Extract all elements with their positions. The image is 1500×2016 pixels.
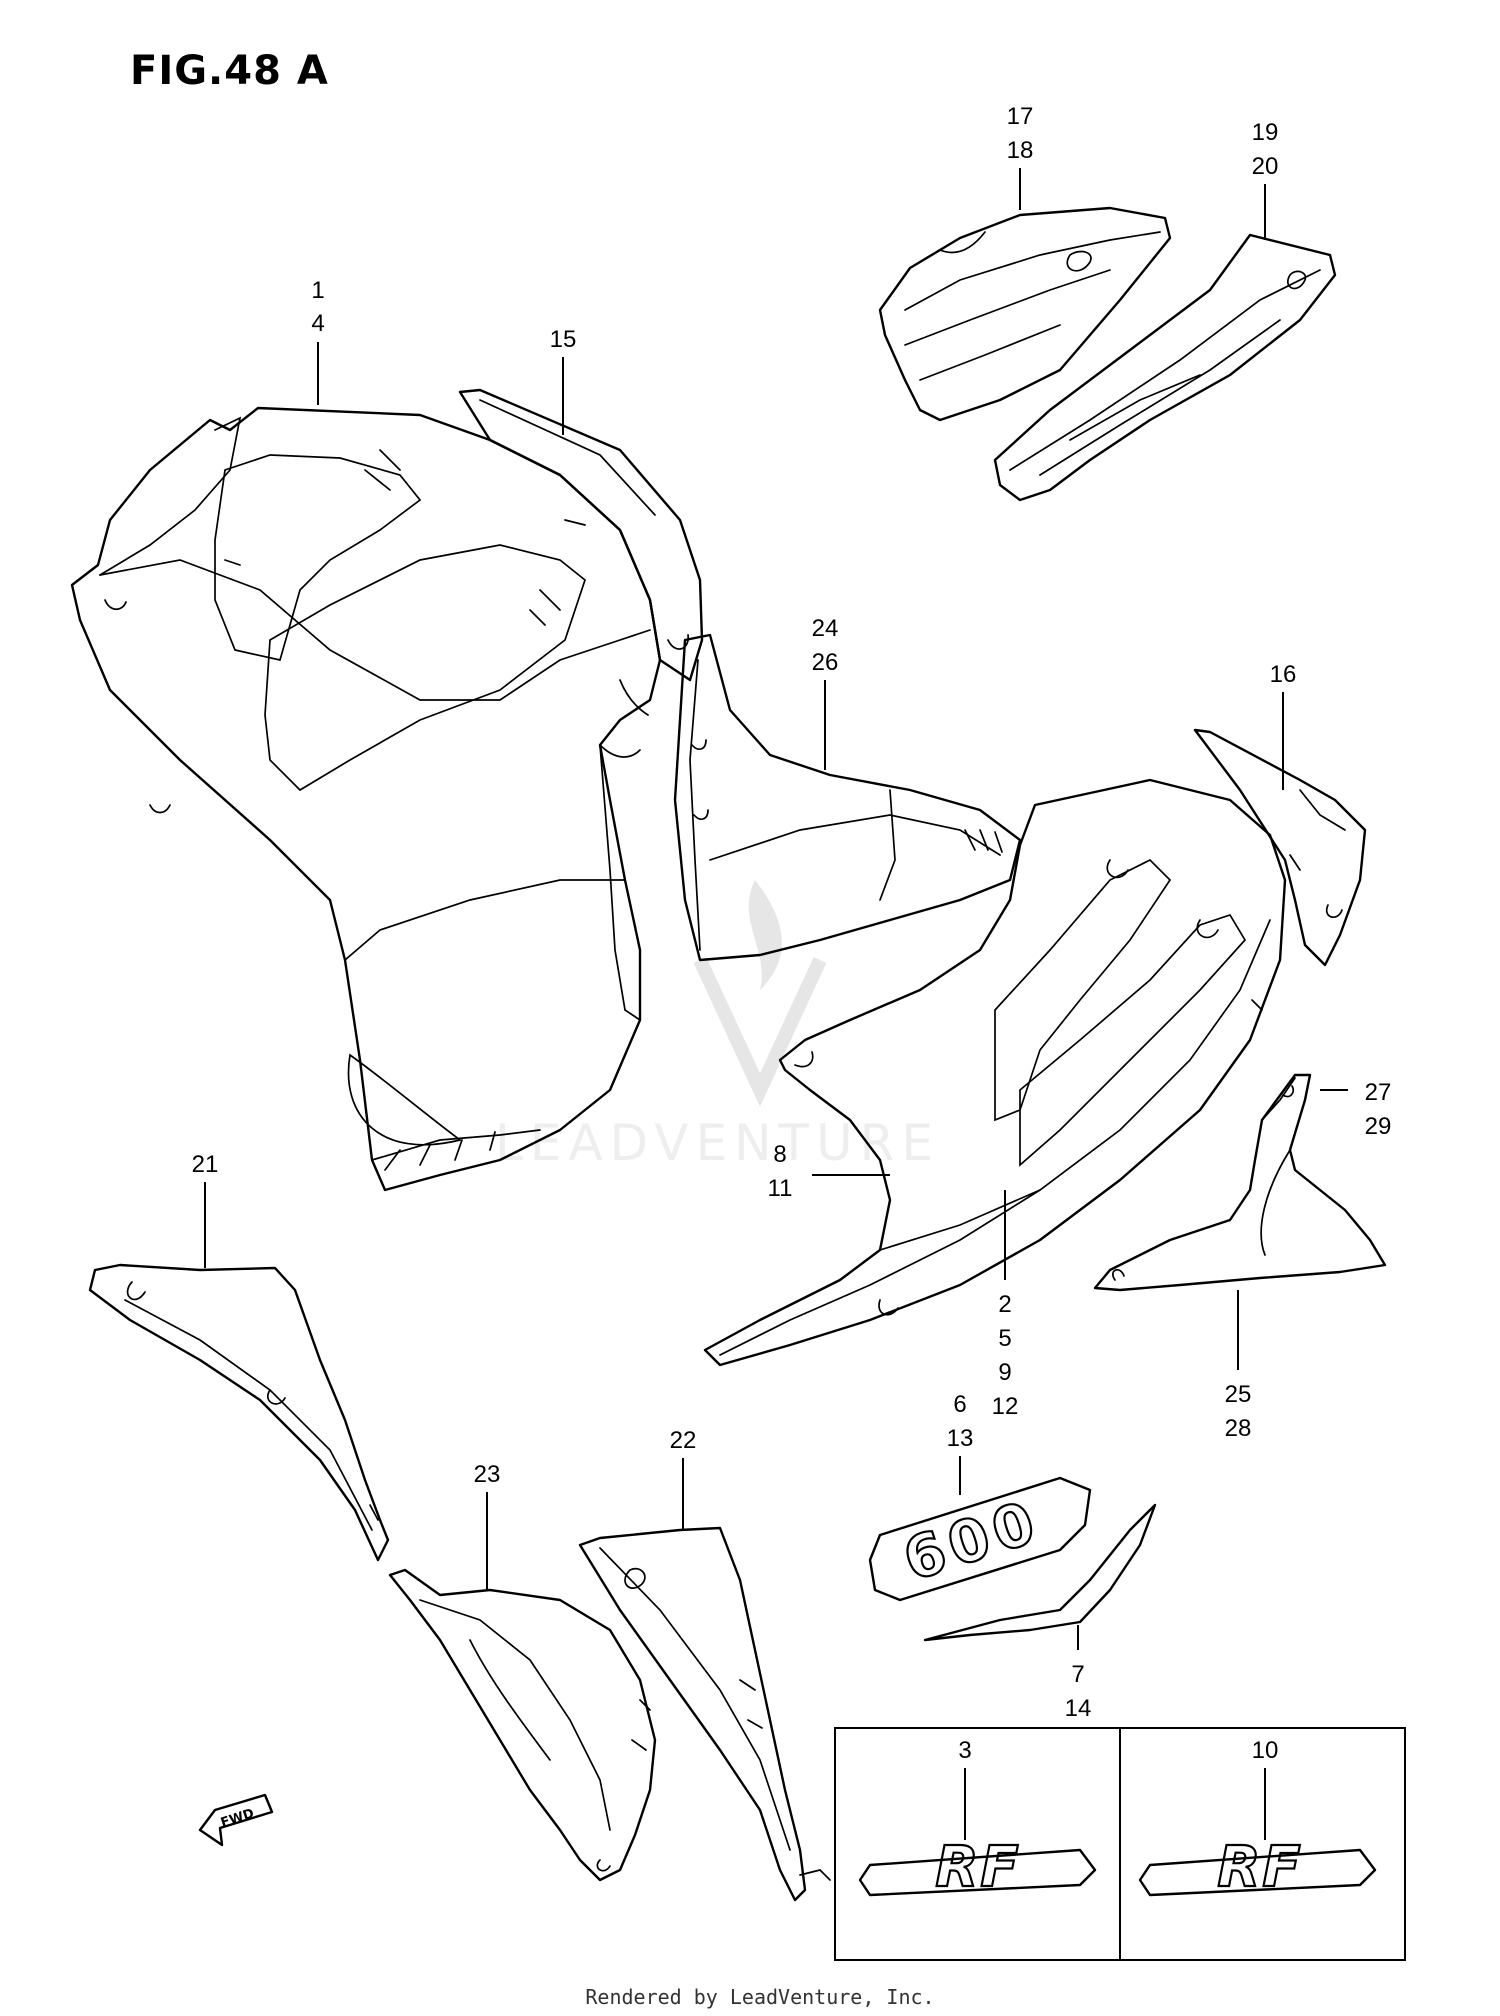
callout-23: 23 (474, 1461, 501, 1590)
callout-3: 3 (958, 1737, 972, 1840)
callout-8-11: 8 11 (768, 1141, 890, 1202)
svg-text:25: 25 (1225, 1381, 1252, 1408)
svg-text:3: 3 (958, 1737, 971, 1764)
svg-text:22: 22 (670, 1427, 697, 1454)
svg-text:21: 21 (192, 1151, 219, 1178)
callout-24-26: 24 26 (812, 615, 839, 770)
svg-text:2: 2 (998, 1291, 1011, 1318)
svg-text:29: 29 (1365, 1113, 1392, 1140)
svg-text:26: 26 (812, 649, 839, 676)
part-6-13-badge: 600 (868, 1476, 1092, 1602)
part-16-bracket (1193, 728, 1367, 967)
part-upper-cowling (70, 406, 662, 1192)
callout-6-13: 6 13 (947, 1391, 974, 1495)
svg-text:12: 12 (992, 1393, 1019, 1420)
watermark-v-icon (693, 957, 827, 1107)
callout-25-28: 25 28 (1225, 1290, 1252, 1442)
svg-text:8: 8 (773, 1141, 786, 1168)
svg-text:16: 16 (1270, 661, 1297, 688)
footer-credit: Rendered by LeadVenture, Inc. (585, 1985, 934, 2009)
part-2-5-9-12-lower-fairing (703, 778, 1287, 1367)
forward-arrow-label: FWD (219, 1806, 256, 1831)
callout-15: 15 (550, 326, 577, 435)
callout-2-5-9-12: 2 5 9 12 (992, 1190, 1019, 1420)
svg-text:19: 19 (1252, 119, 1279, 146)
part-3-emblem: RF (858, 1834, 1097, 1901)
forward-arrow-icon: FWD (198, 1793, 274, 1847)
svg-text:1: 1 (311, 277, 324, 304)
part-22-inner-bracket (578, 1526, 831, 1902)
callout-17-18: 17 18 (1007, 103, 1034, 210)
svg-text:24: 24 (812, 615, 839, 642)
callout-1-4: 1 4 (311, 277, 325, 405)
svg-text:9: 9 (998, 1359, 1011, 1386)
svg-text:20: 20 (1252, 153, 1279, 180)
svg-text:23: 23 (474, 1461, 501, 1488)
callout-19-20: 19 20 (1252, 119, 1279, 240)
svg-text:17: 17 (1007, 103, 1034, 130)
emblem-rf-right-text: RF (1217, 1835, 1302, 1900)
emblem-frame (834, 1727, 1406, 1961)
svg-text:4: 4 (311, 310, 324, 337)
svg-text:14: 14 (1065, 1695, 1092, 1722)
part-7-14-decal (923, 1503, 1157, 1642)
svg-text:15: 15 (550, 326, 577, 353)
callout-10: 10 (1252, 1737, 1279, 1840)
svg-text:11: 11 (768, 1175, 793, 1202)
part-25-28-lower-cover (1093, 1073, 1387, 1292)
part-23-lower-bracket (388, 1568, 657, 1882)
callout-22: 22 (670, 1427, 697, 1530)
part-19-20-side-panel (993, 233, 1337, 502)
emblem-rf-left-text: RF (935, 1835, 1020, 1900)
part-24-26-inner-panel (673, 633, 1022, 962)
svg-text:6: 6 (953, 1391, 966, 1418)
figure-title: FIG.48 A (130, 48, 329, 94)
svg-text:5: 5 (998, 1325, 1011, 1352)
watermark-flame-icon (748, 880, 782, 990)
callout-27-29: 27 29 (1320, 1079, 1391, 1140)
watermark-text: LEADVENTURE (495, 1114, 940, 1172)
callout-21: 21 (192, 1151, 219, 1268)
svg-text:18: 18 (1007, 137, 1034, 164)
svg-text:13: 13 (947, 1425, 974, 1452)
part-15-strip (458, 388, 704, 682)
svg-text:10: 10 (1252, 1737, 1279, 1764)
callout-16: 16 (1270, 661, 1297, 790)
svg-text:27: 27 (1365, 1079, 1392, 1106)
part-10-emblem: RF (1138, 1834, 1377, 1901)
svg-text:7: 7 (1071, 1661, 1084, 1688)
svg-text:28: 28 (1225, 1415, 1252, 1442)
part-17-18-side-panel (878, 206, 1172, 422)
part-21-inner-panel (88, 1263, 390, 1562)
callout-7-14: 7 14 (1065, 1625, 1092, 1722)
